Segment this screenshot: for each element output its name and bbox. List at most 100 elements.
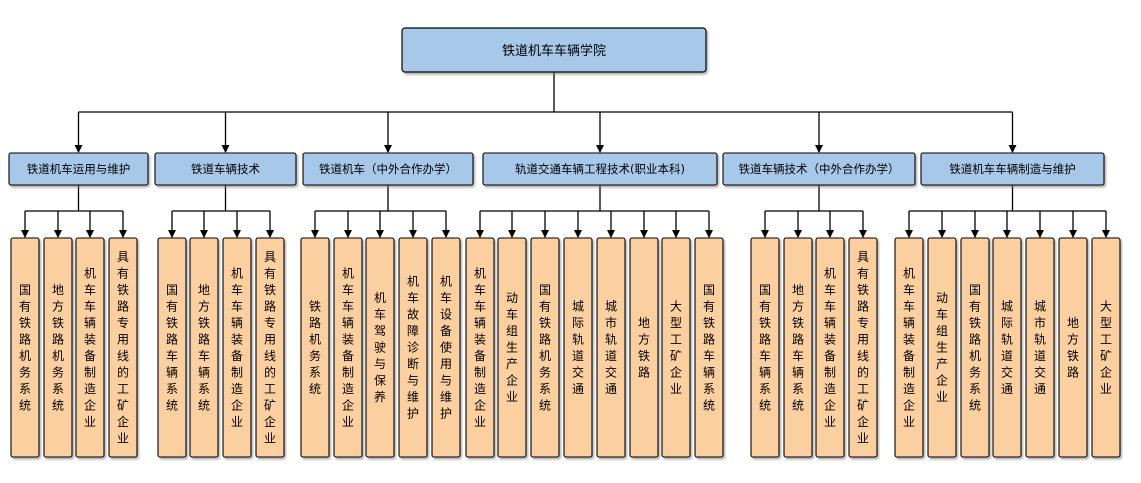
leaf-box <box>927 237 957 458</box>
program-node: 轨道交通车辆工程技术(职业本科) <box>482 152 718 186</box>
leaf-label: 具有铁路专用线的工矿企业 <box>857 250 869 446</box>
program-label: 铁道机车（中外合作办学） <box>319 162 457 176</box>
leaf-box <box>1058 237 1088 458</box>
leaf-node: 机车车辆装备制造企业 <box>75 237 105 458</box>
leaf-box <box>497 237 527 458</box>
leaf-node: 城际轨道交通 <box>563 237 593 458</box>
leaf-node: 地方铁路机务系统 <box>43 237 73 458</box>
leaf-label: 城际轨道交通 <box>572 299 584 396</box>
leaf-box <box>960 237 990 458</box>
leaf-label: 城市轨道交通 <box>1034 299 1046 396</box>
program-box <box>920 152 1105 186</box>
program-label: 铁道车辆技术（中外合作办学） <box>739 162 900 176</box>
leaf-label: 地方铁路车辆系统 <box>198 283 210 413</box>
program-box <box>154 152 297 186</box>
leaf-box <box>255 237 285 458</box>
leaf-node: 具有铁路专用线的工矿企业 <box>255 237 285 458</box>
program-node: 铁道车辆技术（中外合作办学） <box>722 152 916 186</box>
leaf-box <box>563 237 593 458</box>
leaf-label: 地方铁路 <box>1067 316 1079 380</box>
leaf-box <box>75 237 105 458</box>
leaf-node: 机车车辆装备制造企业 <box>894 237 924 458</box>
leaf-label: 国有铁路机务系统 <box>969 283 981 413</box>
root-box <box>401 27 707 73</box>
leaf-label: 大型工矿企业 <box>1100 299 1112 396</box>
leaf-node: 机车车辆装备制造企业 <box>222 237 252 458</box>
leaf-box <box>894 237 924 458</box>
leaf-label: 地方铁路 <box>638 316 650 380</box>
leaf-label: 机车车辆装备制造企业 <box>474 266 486 429</box>
leaf-label: 铁路机务系统 <box>309 299 321 396</box>
leaf-node: 地方铁路 <box>629 237 659 458</box>
leaf-box <box>431 237 461 458</box>
leaf-node: 国有铁路机务系统 <box>530 237 560 458</box>
program-box <box>302 152 474 186</box>
leaf-label: 大型工矿企业 <box>670 299 682 396</box>
leaf-box <box>157 237 187 458</box>
leaf-box <box>992 237 1022 458</box>
leaf-label: 地方铁路车辆系统 <box>792 283 804 413</box>
leaf-box <box>10 237 40 458</box>
leaf-box <box>783 237 813 458</box>
leaf-label: 机车车辆装备制造企业 <box>342 266 354 429</box>
leaf-node: 动车组生产企业 <box>497 237 527 458</box>
leaf-label: 国有铁路车辆系统 <box>166 283 178 413</box>
leaf-node: 地方铁路车辆系统 <box>189 237 219 458</box>
leaf-box <box>365 237 395 458</box>
leaf-node: 机车车辆装备制造企业 <box>815 237 845 458</box>
leaf-node: 国有铁路车辆系统 <box>750 237 780 458</box>
leaf-label: 动车组生产企业 <box>936 291 948 404</box>
leaf-node: 国有铁路机务系统 <box>10 237 40 458</box>
program-box <box>482 152 718 186</box>
program-box <box>8 152 149 186</box>
leaf-node: 机车车辆装备制造企业 <box>465 237 495 458</box>
leaf-label: 城市轨道交通 <box>605 299 617 396</box>
program-node: 铁道机车运用与维护 <box>8 152 149 186</box>
leaf-node: 城市轨道交通 <box>1025 237 1055 458</box>
leaf-label: 机车车辆装备制造企业 <box>231 266 243 429</box>
leaf-box <box>661 237 691 458</box>
program-node: 铁道机车（中外合作办学） <box>302 152 474 186</box>
leaf-label: 国有铁路机务系统 <box>539 283 551 413</box>
leaf-label: 具有铁路专用线的工矿企业 <box>117 250 129 446</box>
leaf-label: 机车设备使用与维护 <box>440 275 452 421</box>
leaf-box <box>333 237 363 458</box>
leaf-box <box>465 237 495 458</box>
leaf-box <box>222 237 252 458</box>
leaf-node: 地方铁路车辆系统 <box>783 237 813 458</box>
leaf-box <box>1025 237 1055 458</box>
leaf-label: 具有铁路专用线的工矿企业 <box>264 250 276 446</box>
program-box <box>722 152 916 186</box>
leaf-box <box>750 237 780 458</box>
leaf-node: 地方铁路 <box>1058 237 1088 458</box>
leaf-node: 机车故障诊断与维护 <box>398 237 428 458</box>
leaf-label: 国有铁路车辆系统 <box>703 283 715 413</box>
leaf-box <box>629 237 659 458</box>
leaf-label: 机车车辆装备制造企业 <box>824 266 836 429</box>
program-label: 铁道机车运用与维护 <box>27 162 131 176</box>
leaf-node: 国有铁路车辆系统 <box>694 237 724 458</box>
program-label: 轨道交通车辆工程技术(职业本科) <box>515 162 685 176</box>
leaf-label: 国有铁路机务系统 <box>19 283 31 413</box>
leaf-node: 具有铁路专用线的工矿企业 <box>848 237 878 458</box>
leaf-label: 机车车辆装备制造企业 <box>84 266 96 429</box>
leaf-box <box>43 237 73 458</box>
leaf-label: 机车故障诊断与维护 <box>407 275 419 421</box>
leaf-node: 机车车辆装备制造企业 <box>333 237 363 458</box>
leaf-box <box>300 237 330 458</box>
connector-lines <box>21 72 1110 238</box>
leaf-label: 国有铁路车辆系统 <box>759 283 771 413</box>
program-node: 铁道机车车辆制造与维护 <box>920 152 1105 186</box>
program-label: 铁道机车车辆制造与维护 <box>949 162 1076 176</box>
leaf-node: 城市轨道交通 <box>596 237 626 458</box>
leaf-node: 城际轨道交通 <box>992 237 1022 458</box>
leaf-box <box>694 237 724 458</box>
leaf-node: 机车驾驶与保养 <box>365 237 395 458</box>
leaf-label: 地方铁路机务系统 <box>52 283 64 413</box>
leaf-box <box>848 237 878 458</box>
root-node: 铁道机车车辆学院 <box>401 27 707 73</box>
leaf-box <box>398 237 428 458</box>
leaf-box <box>108 237 138 458</box>
